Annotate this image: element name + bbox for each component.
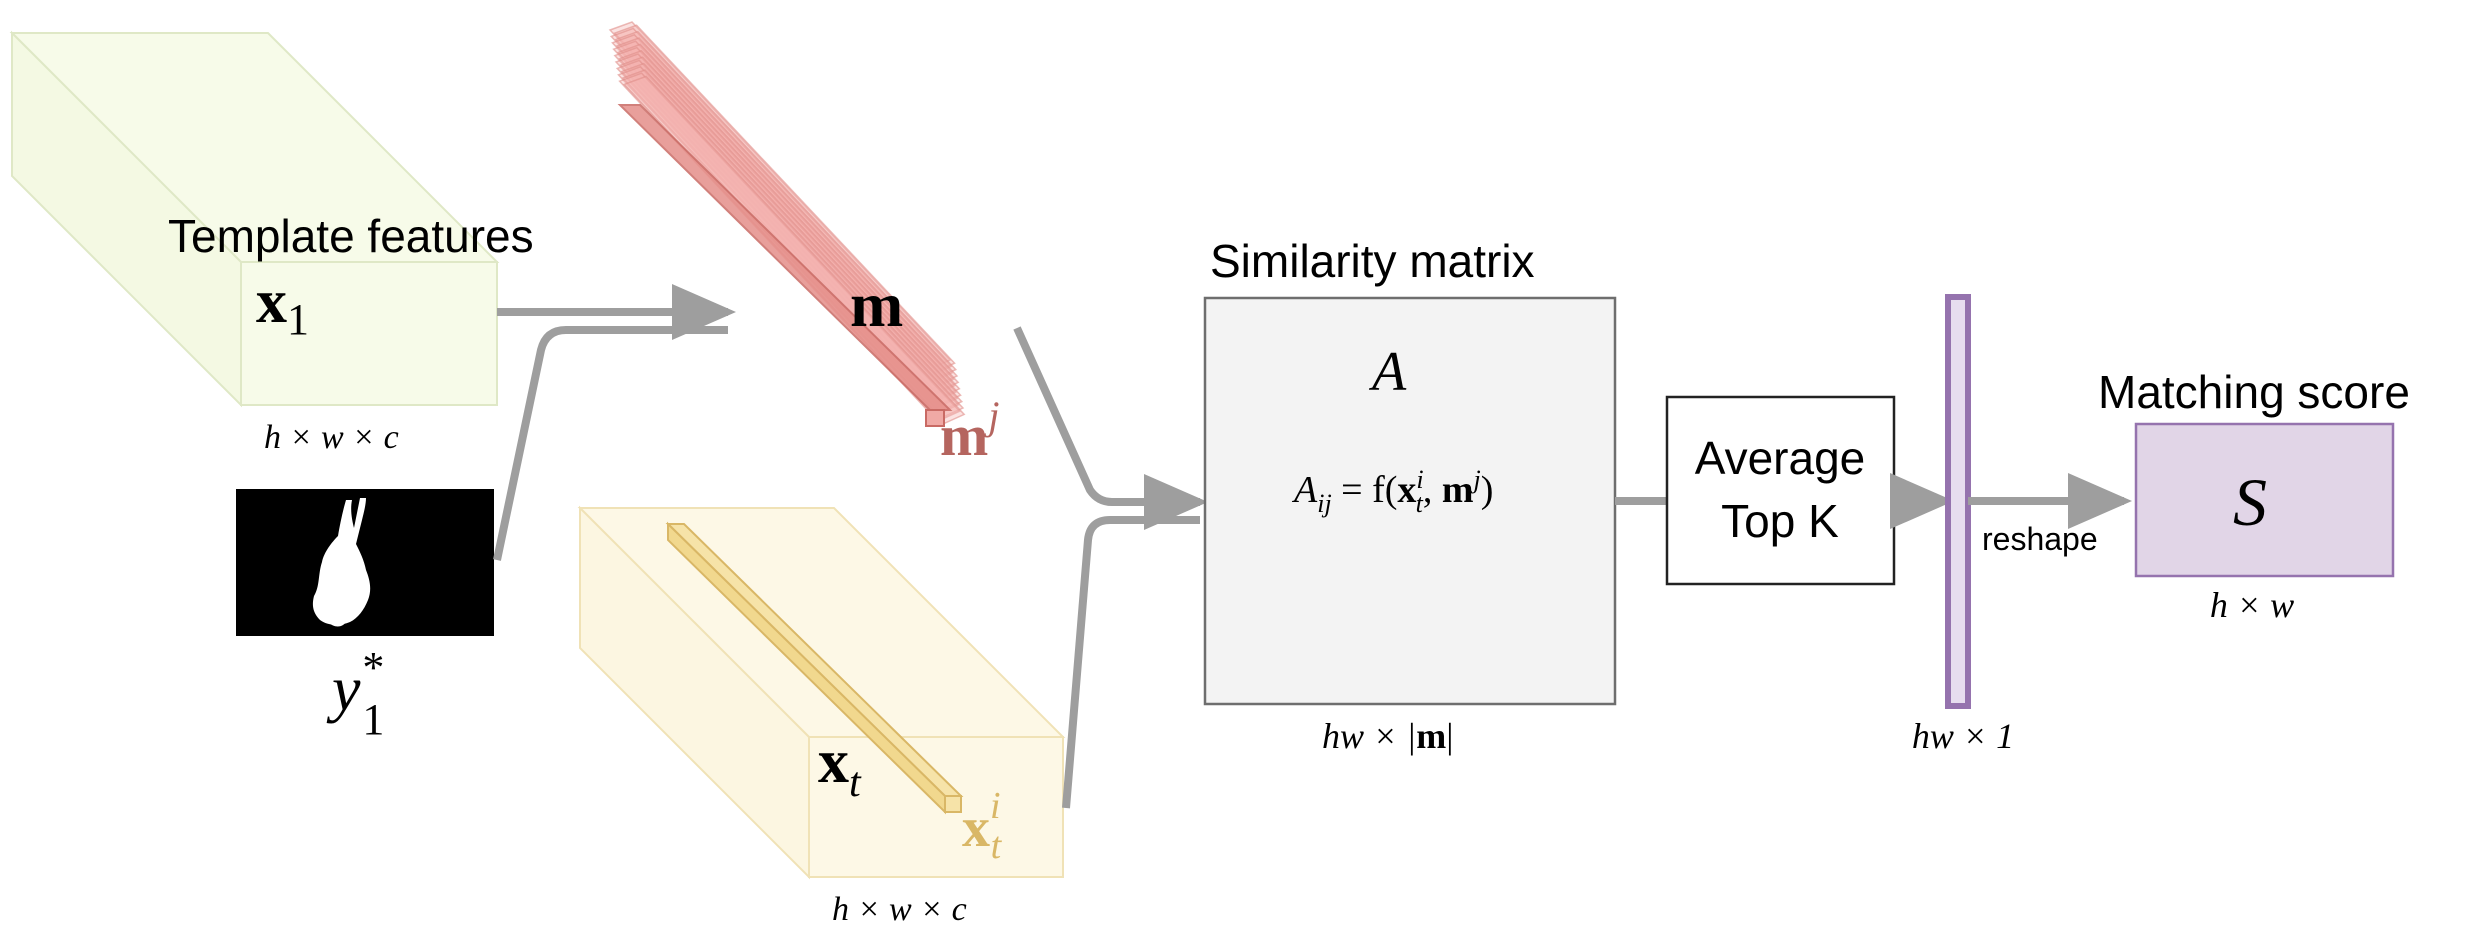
template-dims: h × w × c [264,419,399,456]
reshape-label: reshape [1982,521,2098,557]
mask-to-memory-arrow [493,326,728,561]
memory-label: m [850,269,903,340]
similarity-symbol: A [1368,341,1407,403]
similarity-matrix-box [1203,296,1617,706]
memory-slice-label: mj [940,393,999,468]
memory-to-similarity-arrow [1013,326,1208,530]
target-to-similarity-arrow [1062,516,1200,809]
average-topk-line2: Top K [1721,495,1839,547]
similarity-dims: hw × |m| [1322,716,1453,756]
template-feature-cube [9,30,500,408]
similarity-title: Similarity matrix [1210,235,1535,287]
score-vector-bar [1945,294,1971,709]
target-dims: h × w × c [832,891,967,928]
matching-score-title: Matching score [2098,366,2410,418]
vector-dims: hw × 1 [1912,716,2014,756]
template-mask-image [236,489,494,636]
matching-score-box [2134,422,2395,578]
average-topk-line1: Average [1695,432,1866,484]
average-topk-box [1665,395,1896,586]
target-feature-slice [665,521,964,815]
target-feature-label: xt [818,728,862,806]
score-dims: h × w [2210,585,2294,625]
matching-score-symbol: S [2233,464,2267,540]
memory-slice-layer [622,75,966,426]
template-feature-label: x1 [256,268,309,344]
memory-bank-stack [608,21,966,427]
mask-label: y*1 [326,643,384,744]
template-features-title: Template features [168,210,534,262]
